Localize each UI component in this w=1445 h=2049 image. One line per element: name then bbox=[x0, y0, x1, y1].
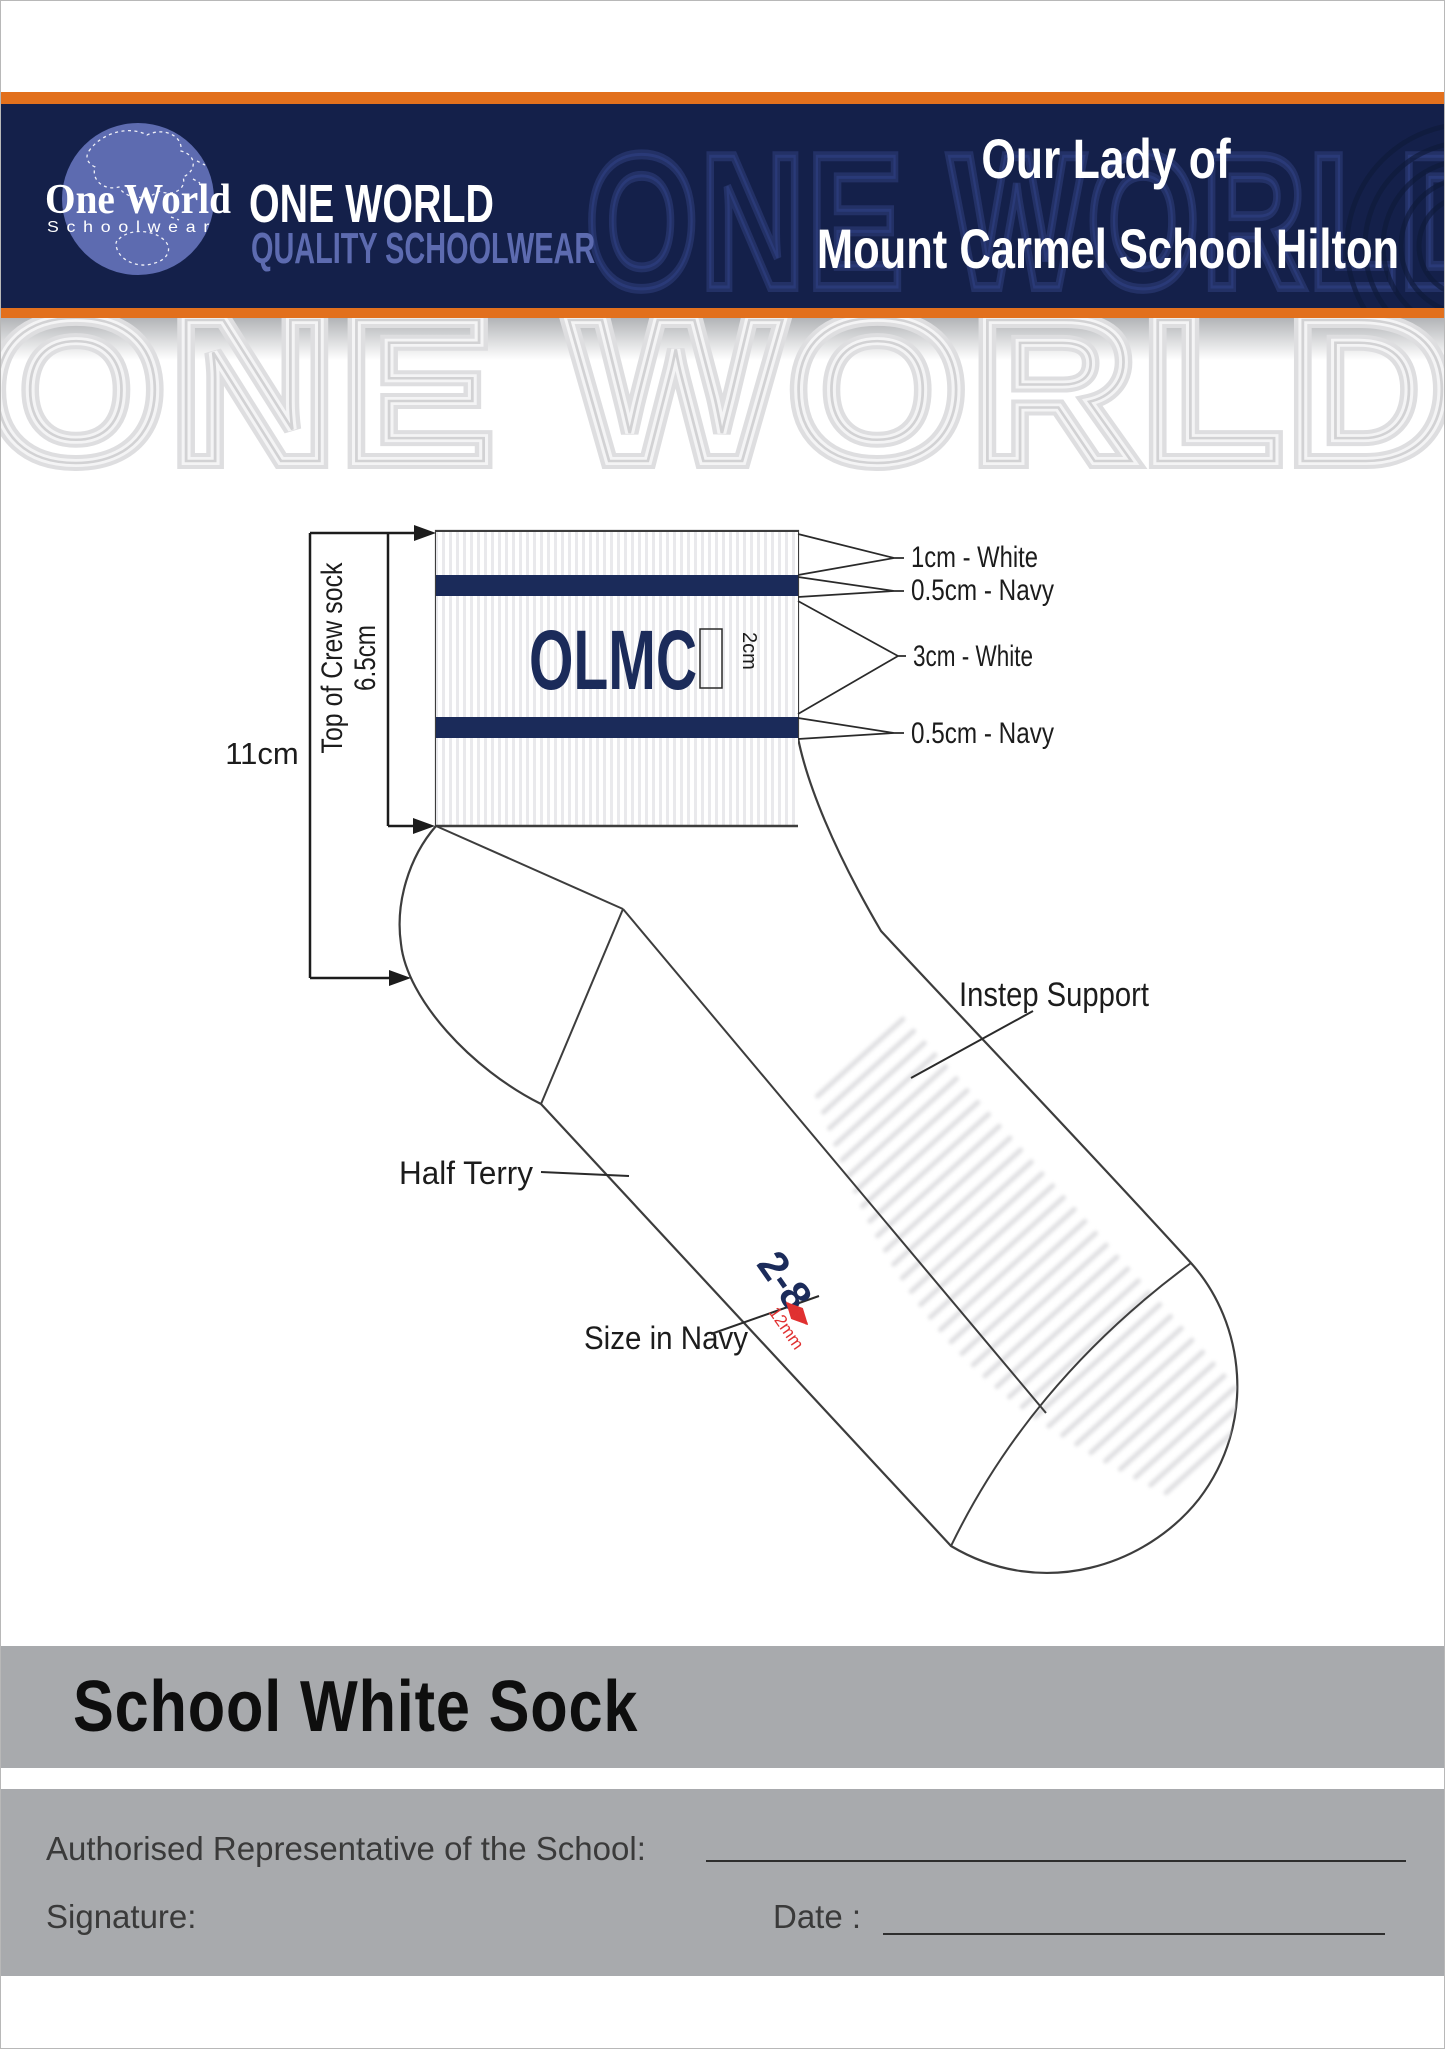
instep-support-line bbox=[910, 1010, 1034, 1079]
authorised-representative-label: Authorised Representative of the School: bbox=[46, 1830, 646, 1867]
header-fade bbox=[1, 318, 1444, 360]
brand-wordmark: ONE WORLD bbox=[249, 174, 494, 234]
globe-continents-icon bbox=[86, 130, 206, 266]
callout-3cm-white: 3cm - White bbox=[913, 640, 1033, 673]
school-name: Our Lady of Mount Carmel School Hilton bbox=[817, 128, 1399, 280]
logo-height-box bbox=[699, 628, 723, 689]
orange-stripe-top bbox=[1, 92, 1444, 104]
signature-footer: Authorised Representative of the School:… bbox=[1, 1789, 1444, 1976]
logo-subtitle-text: Schoolwear bbox=[47, 219, 217, 236]
navy-watermark: ONE WORLD ONE WORLD bbox=[582, 111, 1445, 328]
overall-dimension-label: 11cm bbox=[225, 736, 299, 771]
school-name-line2: Mount Carmel School Hilton bbox=[817, 218, 1399, 280]
sock-diagram: OLMC 2cm 11cm Top of Crew sock 6.5cm bbox=[225, 525, 1239, 1575]
product-title: School White Sock bbox=[73, 1667, 639, 1747]
date-label: Date : bbox=[773, 1898, 862, 1935]
signature-label: Signature: bbox=[46, 1898, 197, 1935]
header-banner: ONE WORLD ONE WORLD ONE WORLD ONE WORLD … bbox=[1, 1, 1445, 471]
school-name-line1: Our Lady of bbox=[981, 128, 1231, 190]
brand-tagline: QUALITY SCHOOLWEAR bbox=[251, 223, 595, 273]
instep-support-shading bbox=[814, 1016, 1238, 1496]
callout-05cm-navy-bottom: 0.5cm - Navy bbox=[911, 717, 1054, 750]
callout-1cm-white: 1cm - White bbox=[911, 541, 1038, 574]
logo-name-text: One World bbox=[45, 177, 231, 223]
logo-height-label: 2cm bbox=[738, 632, 760, 670]
navy-band bbox=[1, 104, 1444, 308]
callout-05cm-navy-top: 0.5cm - Navy bbox=[911, 574, 1054, 607]
half-terry-line bbox=[540, 1171, 630, 1177]
dimension-arrowheads bbox=[389, 525, 436, 986]
sock-seams bbox=[435, 825, 1192, 1547]
cuff-navy-stripe-bottom bbox=[436, 717, 798, 738]
authorised-signature-line[interactable] bbox=[706, 1860, 1406, 1862]
instep-support-label: Instep Support bbox=[959, 976, 1149, 1014]
callout-lines bbox=[797, 533, 906, 740]
date-line[interactable] bbox=[883, 1933, 1385, 1935]
cuff-navy-stripe-top bbox=[436, 575, 798, 596]
navy-watermark-outer: ONE WORLD bbox=[586, 116, 1445, 328]
half-terry-label: Half Terry bbox=[399, 1155, 533, 1191]
cuff-dimension-value: 6.5cm bbox=[349, 625, 382, 691]
dimension-lines bbox=[308, 531, 421, 980]
globe-icon bbox=[62, 123, 214, 275]
one-world-logo: One World Schoolwear bbox=[45, 123, 231, 275]
size-height-arrow-icon bbox=[785, 1301, 809, 1326]
product-title-band: School White Sock bbox=[1, 1646, 1444, 1768]
orange-stripe-bottom bbox=[1, 308, 1444, 318]
callout-labels: 1cm - White 0.5cm - Navy 3cm - White 0.5… bbox=[911, 541, 1054, 750]
fingerprint-arcs-icon bbox=[1344, 124, 1444, 308]
cuff-monogram: OLMC bbox=[529, 614, 697, 708]
navy-watermark-inner: ONE WORLD bbox=[586, 116, 1445, 328]
cuff-dimension-label: Top of Crew sock bbox=[316, 562, 349, 754]
size-in-navy-label: Size in Navy bbox=[584, 1320, 748, 1356]
